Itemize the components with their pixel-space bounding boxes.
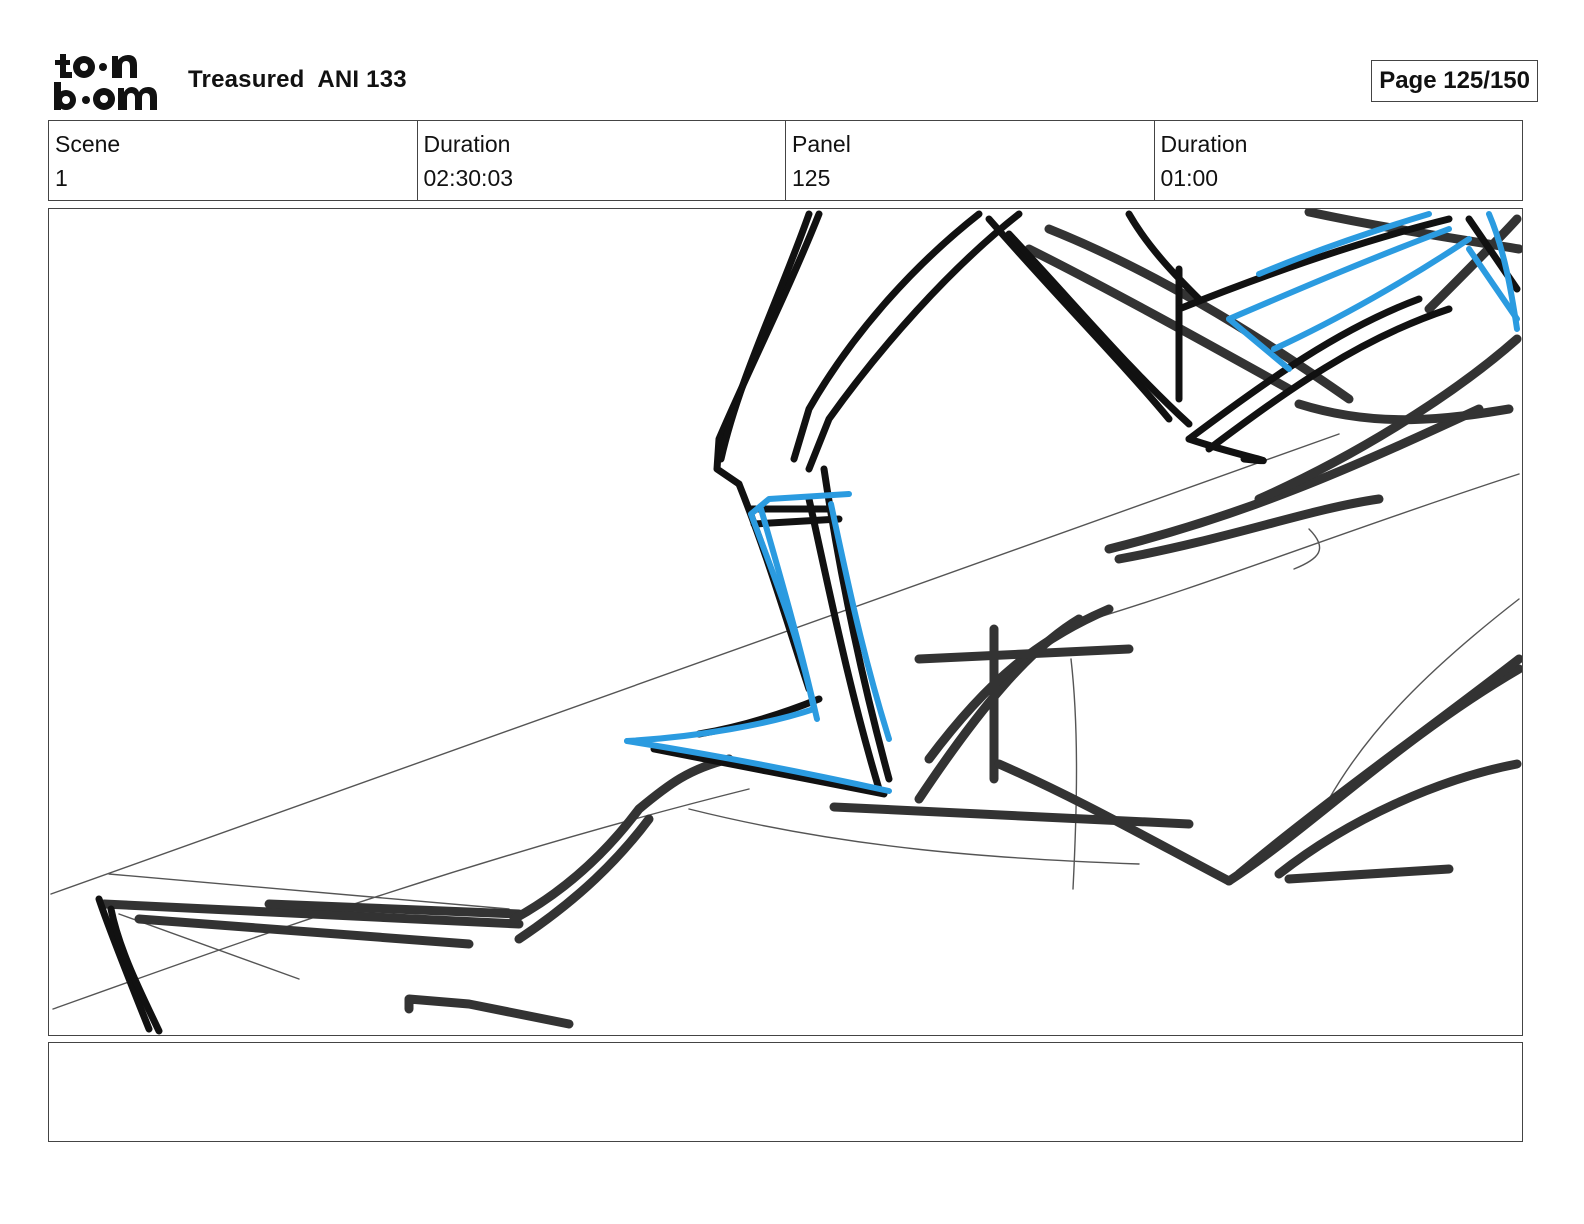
scene-duration-label: Duration: [423, 131, 511, 157]
toon-boom-logo: [54, 54, 157, 110]
scene-value: 1: [55, 165, 68, 191]
panel-duration-label: Duration: [1160, 131, 1248, 157]
panel-image-frame: [48, 208, 1523, 1036]
panel-duration-cell: Duration 01:00: [1155, 121, 1523, 200]
panel-value: 125: [792, 165, 831, 191]
scene-duration-cell: Duration 02:30:03: [418, 121, 786, 200]
scene-info-table: Scene 1 Duration 02:30:03 Panel 125 Dura…: [48, 120, 1523, 201]
page-indicator: Page 125/150: [1371, 60, 1538, 102]
storyboard-header: Treasured ANI 133 Page 125/150: [48, 50, 1538, 112]
document-title: Treasured ANI 133: [188, 66, 407, 93]
panel-duration-value: 01:00: [1160, 165, 1219, 191]
scene-label: Scene: [55, 131, 121, 157]
scene-duration-value: 02:30:03: [423, 165, 514, 191]
panel-notes-box: [48, 1042, 1523, 1142]
storyboard-sketch-icon: [50, 209, 1522, 1035]
panel-label: Panel: [792, 131, 851, 157]
scene-cell: Scene 1: [49, 121, 418, 200]
panel-cell: Panel 125: [786, 121, 1155, 200]
